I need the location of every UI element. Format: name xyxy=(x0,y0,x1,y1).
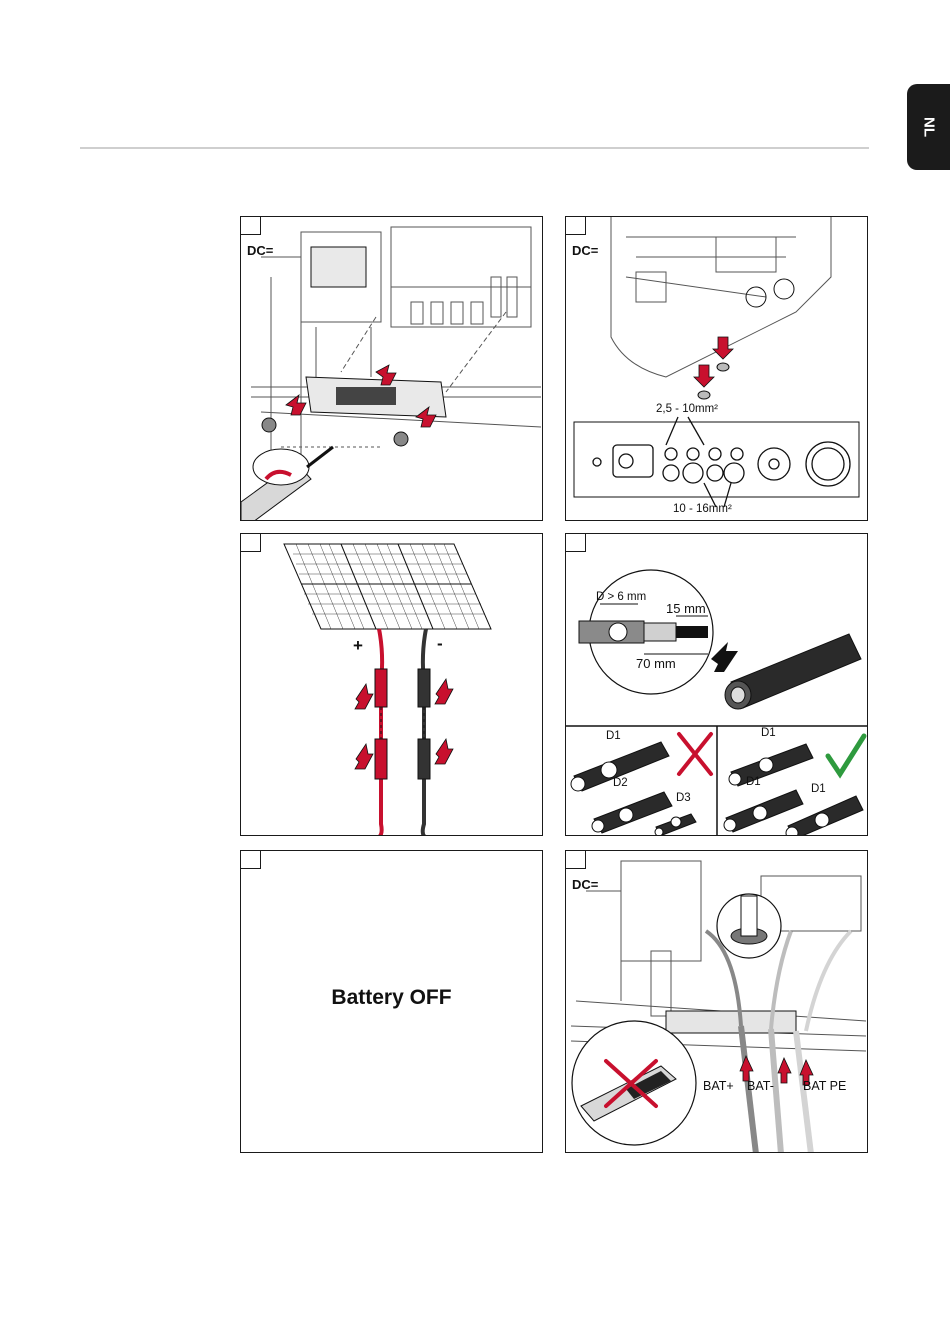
cross-icon xyxy=(679,734,711,774)
battery-cable-illustration xyxy=(566,851,868,1153)
diameter-label: D > 6 mm xyxy=(596,591,646,603)
plus-sign: + xyxy=(353,636,363,656)
solar-panel-icon xyxy=(284,544,491,629)
cable-icon xyxy=(725,634,861,709)
opening-illustration xyxy=(566,217,868,521)
d2-label: D2 xyxy=(613,777,628,789)
step-panel-5: Battery OFF xyxy=(240,850,543,1153)
minus-sign: - xyxy=(437,634,443,654)
cable-length-label: 70 mm xyxy=(636,656,676,671)
dc-label: DC= xyxy=(247,243,273,258)
connector-icon xyxy=(375,669,430,779)
step-panel-2: DC= xyxy=(565,216,868,521)
arrow-step-icon xyxy=(694,337,733,387)
step-number-box xyxy=(240,850,261,869)
d1-label-ok-1: D1 xyxy=(761,727,776,739)
step-panel-3: + - xyxy=(240,533,543,836)
language-tab[interactable]: NL xyxy=(907,84,950,170)
d1-label-ok-3: D1 xyxy=(811,783,826,795)
strip-length-label: 15 mm xyxy=(666,601,706,616)
step-panel-4: D > 6 mm 15 mm 70 mm D1 D2 D3 D1 D1 D1 xyxy=(565,533,868,836)
small-section-label: 2,5 - 10mm² xyxy=(656,403,718,415)
step-number-box xyxy=(240,216,261,235)
d3-label: D3 xyxy=(676,792,691,804)
step-number-box xyxy=(565,216,586,235)
step-panel-6: DC= BAT+ BA xyxy=(565,850,868,1153)
mounting-illustration xyxy=(241,217,543,521)
language-tab-label: NL xyxy=(920,117,937,137)
d1-label-ok-2: D1 xyxy=(746,776,761,788)
bat-minus-label: BAT- xyxy=(747,1079,774,1093)
pv-connector-illustration xyxy=(241,534,543,836)
large-section-label: 10 - 16mm² xyxy=(673,503,732,515)
screwdriver-icon xyxy=(241,447,333,521)
screw-icon xyxy=(262,418,408,446)
dc-label: DC= xyxy=(572,243,598,258)
step-number-box xyxy=(565,533,586,552)
bat-plus-label: BAT+ xyxy=(703,1079,734,1093)
bat-pe-label: BAT PE xyxy=(803,1079,846,1093)
step-panel-1: DC= xyxy=(240,216,543,521)
step-number-box xyxy=(565,850,586,869)
arrow-step-icon xyxy=(355,679,453,769)
header-rule xyxy=(80,147,869,149)
step-number-box xyxy=(240,533,261,552)
check-icon xyxy=(828,736,864,774)
battery-off-text: Battery OFF xyxy=(241,986,542,1010)
d1-label: D1 xyxy=(606,730,621,742)
dc-label: DC= xyxy=(572,877,598,892)
